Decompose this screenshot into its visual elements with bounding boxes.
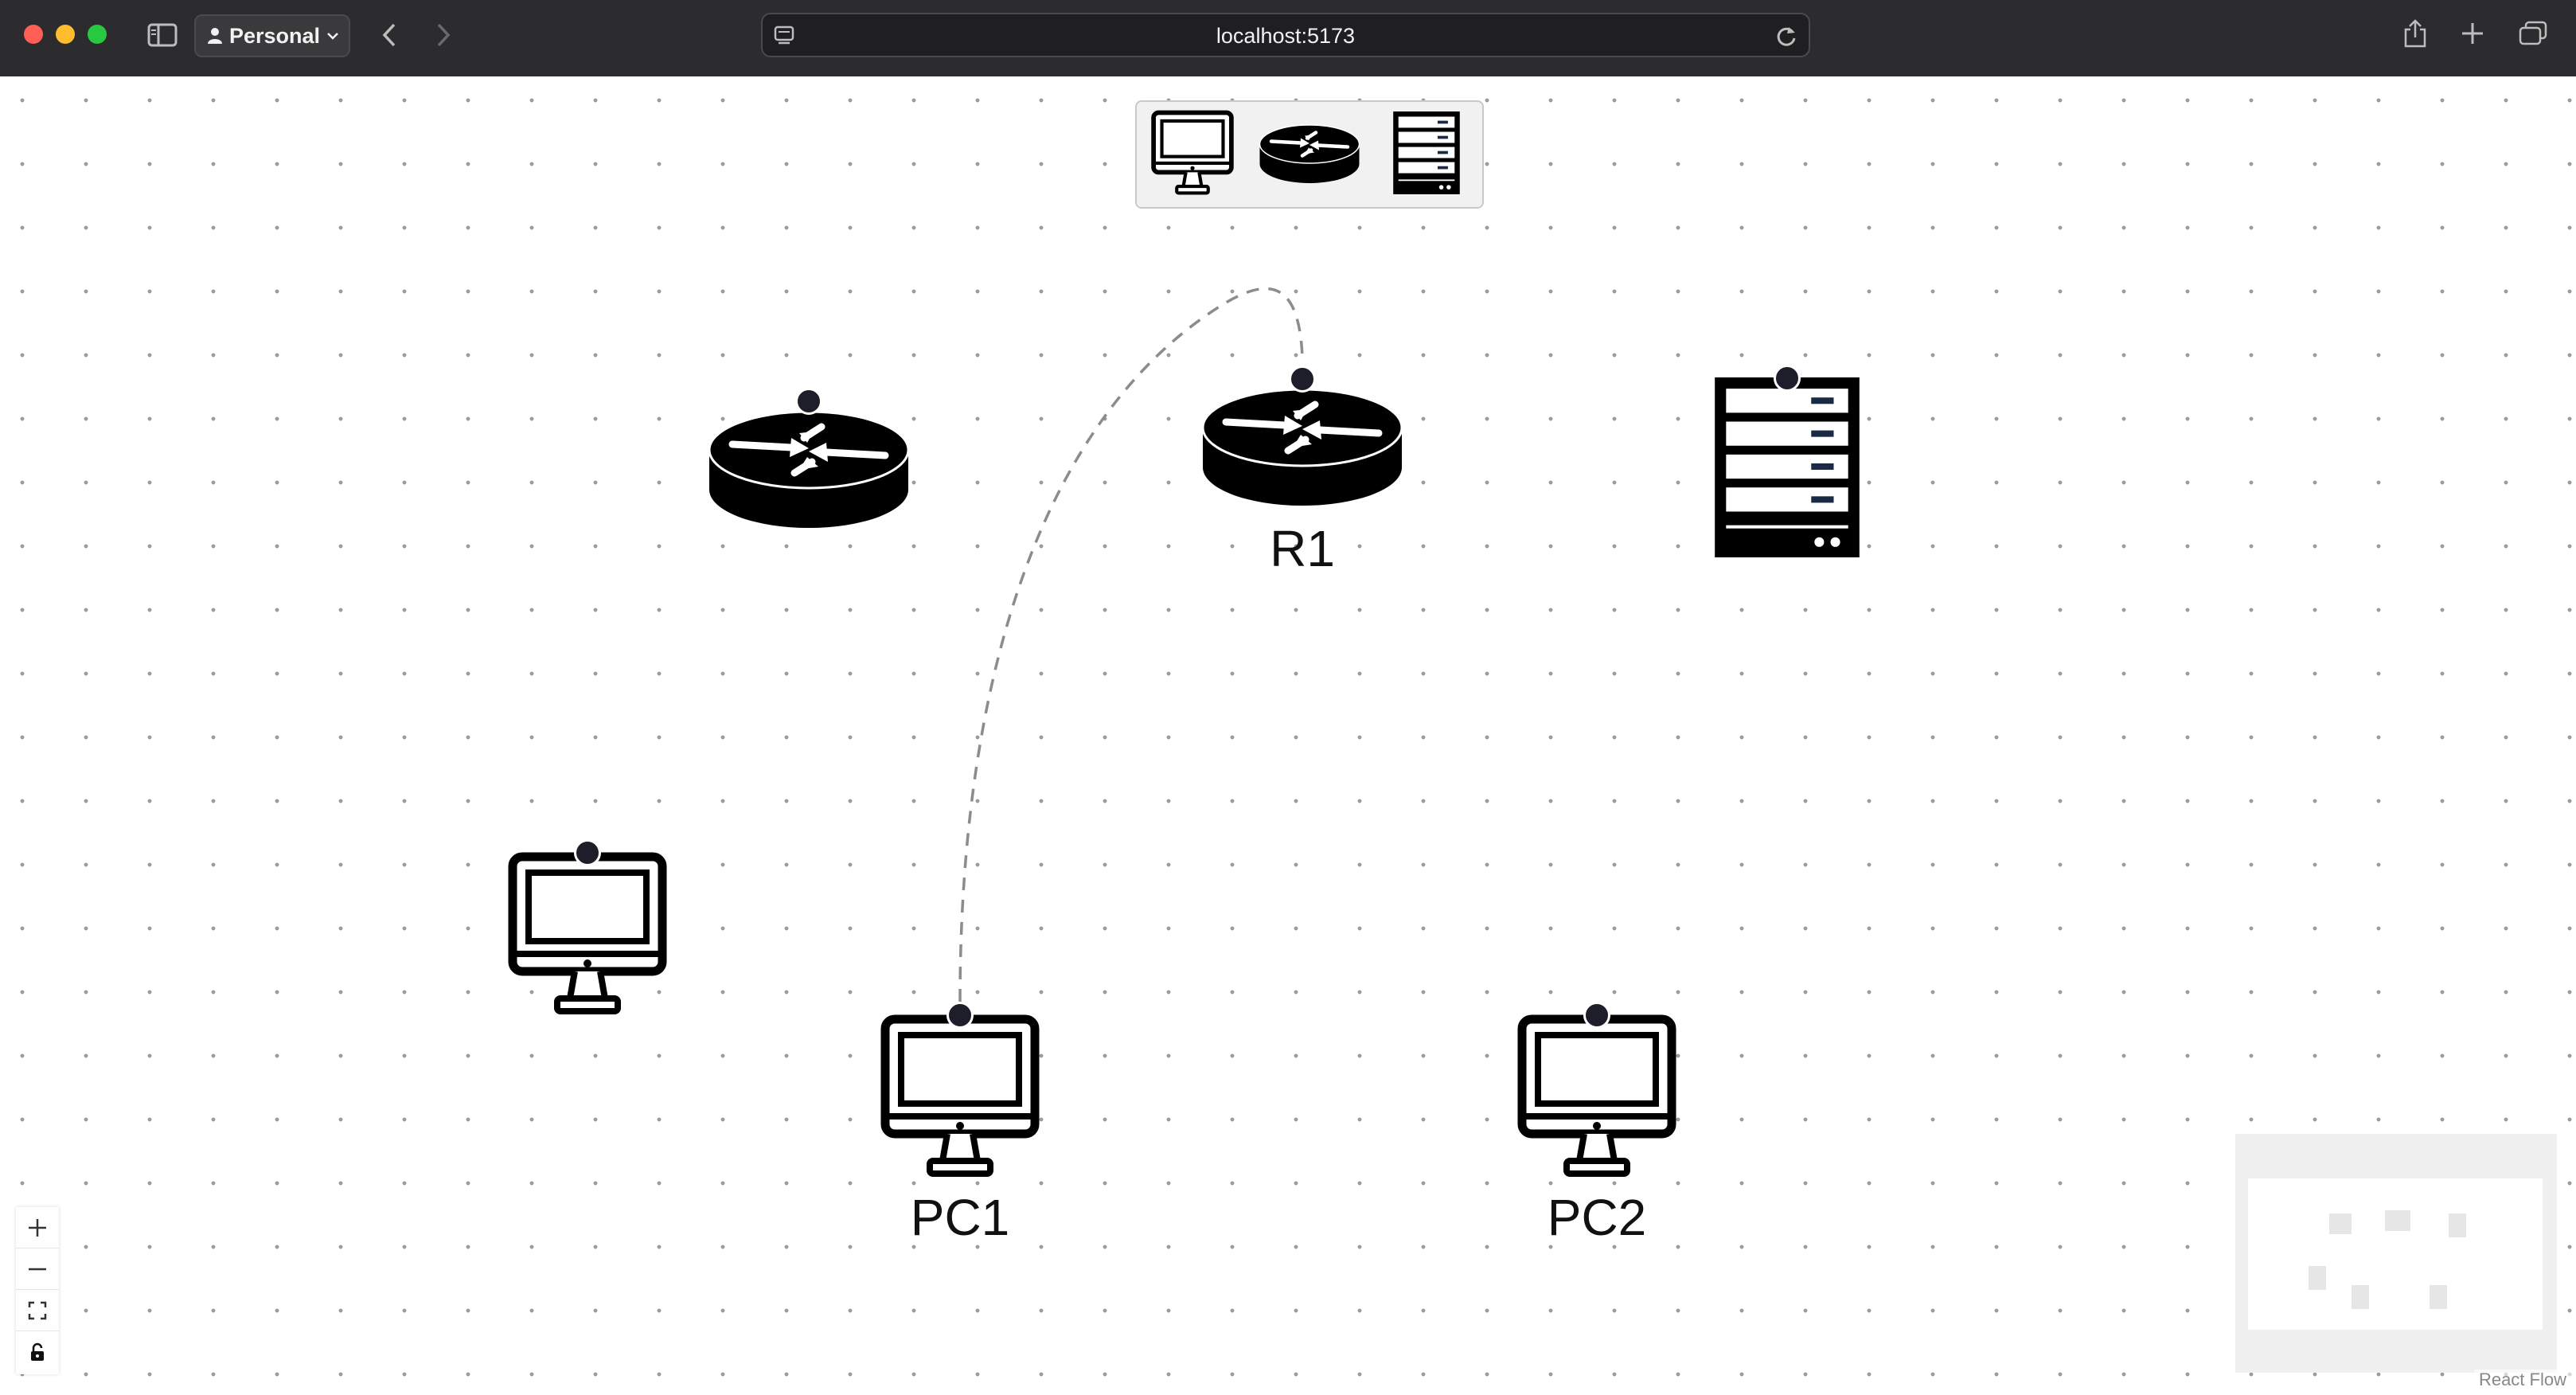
connection-handle[interactable] (946, 1002, 974, 1029)
zoom-controls (16, 1207, 59, 1374)
zoom-in-button[interactable] (16, 1207, 59, 1248)
palette-server-icon[interactable] (1393, 111, 1460, 194)
chevron-right-icon (437, 23, 451, 47)
close-window-button[interactable] (24, 25, 43, 44)
router-node-r1[interactable] (1199, 365, 1406, 511)
forward-button[interactable] (430, 19, 457, 51)
minimap-node (2385, 1210, 2410, 1231)
edge-pc1-r1[interactable] (958, 287, 1304, 1002)
page-settings-icon (774, 25, 794, 45)
lock-button[interactable] (16, 1331, 59, 1373)
chevron-down-icon (327, 33, 338, 40)
minimap-viewport (2248, 1178, 2543, 1330)
chevron-left-icon (382, 23, 396, 47)
pc-node-pc2[interactable] (1517, 1002, 1676, 1182)
profile-menu-button[interactable]: Personal (194, 14, 350, 57)
pc-icon (880, 1014, 1040, 1182)
flow-canvas[interactable] (0, 76, 2576, 1395)
sidebar-toggle-button[interactable] (146, 21, 178, 49)
minimap-node (2430, 1285, 2447, 1309)
plus-icon (29, 1218, 46, 1237)
new-tab-button[interactable] (2457, 18, 2488, 49)
url-text: localhost:5173 (1216, 24, 1356, 48)
palette-pc-icon[interactable] (1151, 110, 1234, 197)
pc-node[interactable] (508, 839, 667, 1019)
minimize-window-button[interactable] (56, 25, 75, 44)
person-icon (208, 28, 222, 44)
tab-overview-button[interactable] (2516, 18, 2551, 49)
minus-icon (29, 1268, 46, 1270)
minimap-node (2449, 1213, 2466, 1237)
share-icon (2404, 19, 2426, 48)
sidebar-icon (147, 23, 178, 47)
router-icon (1199, 376, 1406, 511)
minimap-node (2309, 1266, 2326, 1290)
reload-icon[interactable] (1775, 24, 1797, 48)
tabs-icon (2519, 21, 2547, 45)
lock-icon (31, 1342, 44, 1361)
fit-view-button[interactable] (16, 1290, 59, 1331)
connection-handle[interactable] (1583, 1002, 1610, 1029)
node-label-pc1: PC1 (910, 1189, 1010, 1246)
address-bar[interactable]: localhost:5173 (761, 13, 1810, 57)
fit-view-icon (28, 1301, 47, 1319)
minimap-node (2329, 1213, 2352, 1234)
palette-router-icon[interactable] (1258, 118, 1361, 186)
browser-toolbar: Personal localhost:5173 (0, 0, 2576, 76)
connection-handle[interactable] (795, 388, 822, 415)
zoom-window-button[interactable] (88, 25, 107, 44)
pc-icon (1517, 1014, 1676, 1182)
connection-handle[interactable] (1289, 365, 1316, 393)
minimap-node (2352, 1285, 2369, 1309)
back-button[interactable] (376, 19, 403, 51)
pc-node-pc1[interactable] (880, 1002, 1040, 1182)
connection-handle[interactable] (1774, 365, 1801, 392)
router-node[interactable] (705, 388, 912, 533)
server-node[interactable] (1715, 365, 1860, 557)
profile-label: Personal (229, 23, 321, 48)
node-label-r1: R1 (1270, 520, 1335, 577)
server-icon (1715, 377, 1860, 557)
share-button[interactable] (2399, 16, 2431, 51)
react-flow-attribution[interactable]: React Flow (2473, 1370, 2571, 1390)
zoom-out-button[interactable] (16, 1248, 59, 1290)
pc-icon (508, 852, 667, 1019)
minimap[interactable] (2235, 1134, 2557, 1373)
router-icon (705, 398, 912, 533)
connection-handle[interactable] (574, 839, 601, 866)
plus-icon (2462, 23, 2483, 44)
node-label-pc2: PC2 (1547, 1189, 1647, 1246)
device-palette (1135, 100, 1484, 209)
